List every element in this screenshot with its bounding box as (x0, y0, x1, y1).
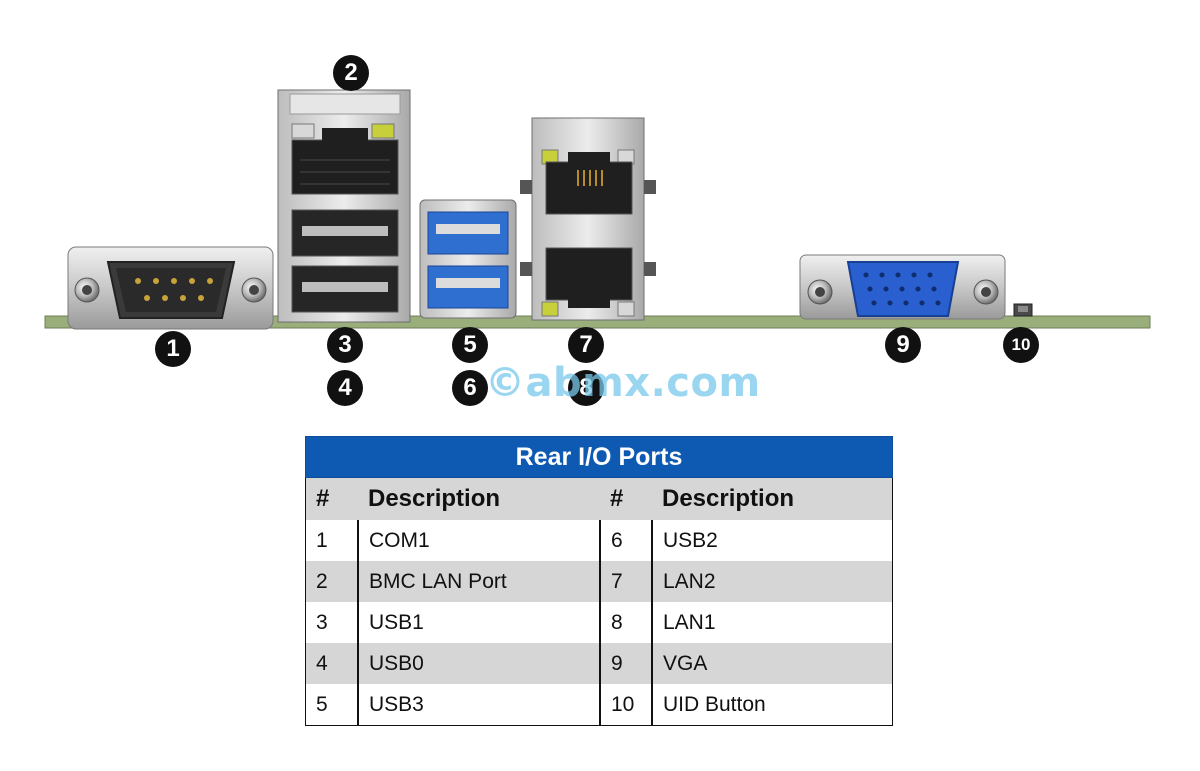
port-number: 1 (305, 520, 358, 561)
port-number: 4 (305, 643, 358, 684)
uid-button (1013, 303, 1033, 317)
port-description: USB0 (357, 643, 600, 684)
port-description: LAN2 (651, 561, 893, 602)
table-row: 3 USB1 8 LAN1 (305, 602, 893, 643)
port-description: UID Button (651, 684, 893, 726)
port-number: 3 (305, 602, 358, 643)
callout-10: 10 (1003, 327, 1039, 363)
port-number: 5 (305, 684, 358, 726)
rear-io-illustration (44, 89, 1151, 330)
port-number: 7 (599, 561, 652, 602)
callout-4: 4 (327, 370, 363, 406)
bmc-lan-usb-stack (277, 89, 411, 323)
table-title-row: Rear I/O Ports (305, 436, 893, 478)
callout-6: 6 (452, 370, 488, 406)
table-header-row: # Description # Description (305, 477, 893, 520)
watermark: ©abmx.com (485, 360, 761, 406)
callout-3: 3 (327, 327, 363, 363)
callout-5: 5 (452, 327, 488, 363)
table-row: 1 COM1 6 USB2 (305, 520, 893, 561)
callout-1: 1 (155, 331, 191, 367)
callout-9: 9 (885, 327, 921, 363)
port-description: LAN1 (651, 602, 893, 643)
port-number: 9 (599, 643, 652, 684)
table-row: 5 USB3 10 UID Button (305, 684, 893, 726)
port-number: 6 (599, 520, 652, 561)
com1-port (67, 246, 274, 330)
column-header-description: Description (652, 477, 893, 520)
port-description: BMC LAN Port (357, 561, 600, 602)
table-row: 2 BMC LAN Port 7 LAN2 (305, 561, 893, 602)
port-number: 2 (305, 561, 358, 602)
table-title: Rear I/O Ports (305, 436, 893, 478)
port-number: 10 (599, 684, 652, 726)
rear-io-table: Rear I/O Ports # Description # Descripti… (305, 436, 893, 726)
table-row: 4 USB0 9 VGA (305, 643, 893, 684)
port-description: USB1 (357, 602, 600, 643)
vga-port (799, 254, 1006, 320)
port-description: USB2 (651, 520, 893, 561)
callout-7: 7 (568, 327, 604, 363)
callout-8: 8 (568, 370, 604, 406)
port-description: COM1 (357, 520, 600, 561)
port-description: USB3 (357, 684, 600, 726)
usb3-usb2-stack (419, 199, 517, 319)
port-description: VGA (651, 643, 893, 684)
dual-lan-stack (520, 117, 656, 321)
port-number: 8 (599, 602, 652, 643)
column-header-number: # (305, 477, 358, 520)
column-header-number: # (600, 477, 652, 520)
column-header-description: Description (358, 477, 600, 520)
rear-io-panel: 1 2 3 4 5 6 7 8 9 10 ©abmx.com (44, 55, 1151, 406)
callout-2: 2 (333, 55, 369, 91)
